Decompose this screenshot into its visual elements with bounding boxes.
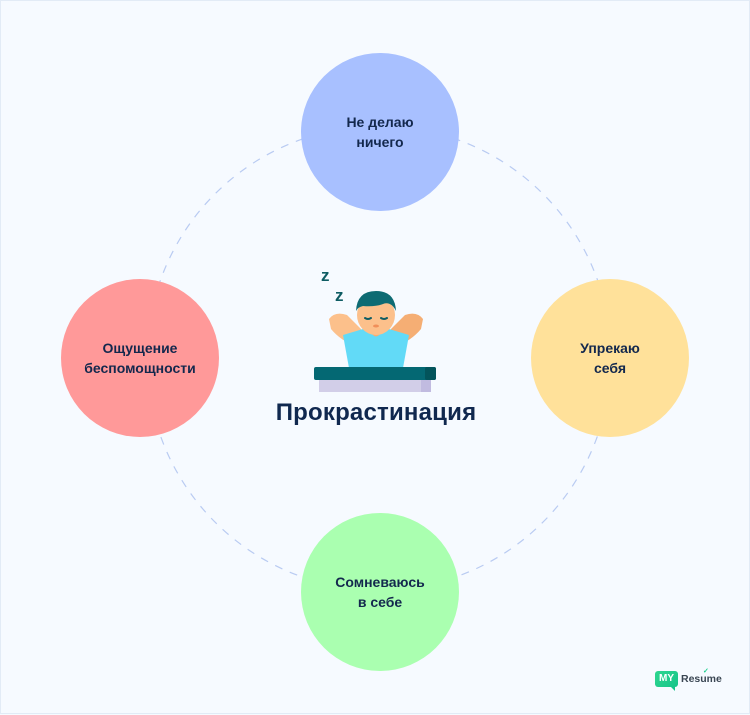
check-icon: ✓ — [703, 668, 709, 675]
svg-text:z: z — [321, 266, 330, 285]
brand-logo[interactable]: MY Resume ✓ — [655, 668, 722, 691]
node-do-nothing: Не делаю ничего — [301, 53, 459, 211]
node-label: Упрекаю себя — [580, 340, 640, 376]
brand-name: Resume ✓ — [681, 668, 722, 685]
node-label: Сомневаюсь в себе — [335, 574, 425, 610]
node-label: Ощущение беспомощности — [84, 340, 196, 376]
diagram-title: Прокрастинация — [275, 399, 477, 426]
node-label: Не делаю ничего — [346, 114, 414, 150]
node-helplessness: Ощущение беспомощности — [61, 279, 219, 437]
svg-text:z: z — [335, 286, 344, 305]
node-reproach-self: Упрекаю себя — [531, 279, 689, 437]
brand-badge: MY — [655, 671, 678, 691]
node-self-doubt: Сомневаюсь в себе — [301, 513, 459, 671]
sleeping-person-at-desk-icon: z z — [314, 266, 436, 392]
brand-name-text: Resume — [681, 673, 722, 685]
